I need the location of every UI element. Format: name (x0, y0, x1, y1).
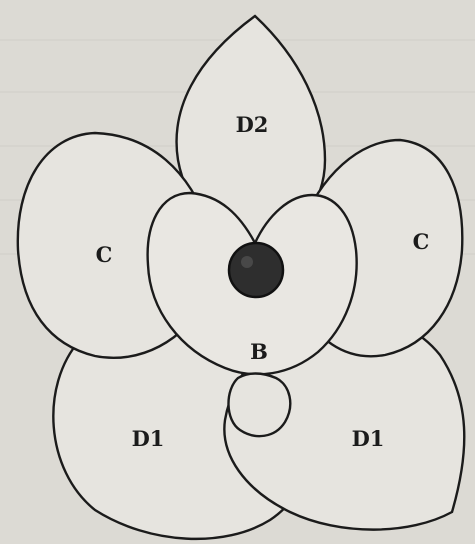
label-d2: D2 (236, 112, 269, 137)
label-d1-left: D1 (132, 426, 165, 451)
petal-b-spur (228, 374, 290, 437)
label-c-right: C (413, 229, 430, 254)
label-b: B (250, 339, 268, 364)
center-dot-highlight (241, 256, 253, 268)
label-c-left: C (96, 242, 113, 267)
label-d1-right: D1 (352, 426, 385, 451)
center-column-dot (229, 243, 283, 297)
